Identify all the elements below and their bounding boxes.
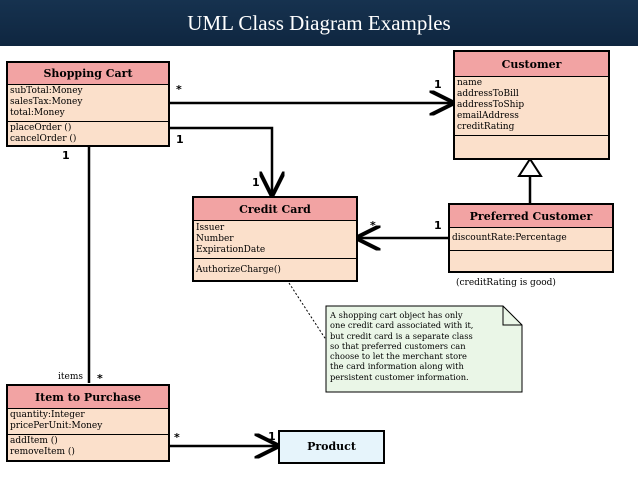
class-preferred-customer[interactable]: Preferred Customer discountRate:Percenta… xyxy=(448,203,614,273)
attribute: Issuer xyxy=(196,223,225,233)
attributes-section: discountRate:Percentage xyxy=(450,228,612,251)
class-name: Shopping Cart xyxy=(8,63,168,85)
class-name: Credit Card xyxy=(194,198,356,221)
multiplicity-label: * xyxy=(174,431,180,444)
operations-section: AuthorizeCharge() xyxy=(194,259,356,277)
note-line: choose to let the merchant store xyxy=(330,351,467,362)
operation: addItem () xyxy=(10,436,58,446)
title-bar: UML Class Diagram Examples xyxy=(0,0,638,46)
operation: removeItem () xyxy=(10,447,75,457)
attributes-section: subTotal:Money salesTax:Money total:Mone… xyxy=(8,85,168,122)
multiplicity-label: 1 xyxy=(176,133,184,146)
multiplicity-label: 1 xyxy=(434,78,442,91)
attribute: ExpirationDate xyxy=(196,245,266,255)
attribute: addressToShip xyxy=(457,100,525,110)
attribute: addressToBill xyxy=(457,89,519,99)
multiplicity-label: 1 xyxy=(252,176,260,189)
attribute: name xyxy=(457,78,483,88)
attributes-section: quantity:Integer pricePerUnit:Money xyxy=(8,409,168,435)
operations-section xyxy=(450,251,612,253)
class-name: Customer xyxy=(455,52,608,77)
operation: placeOrder () xyxy=(10,123,72,133)
attribute: emailAddress xyxy=(457,111,519,121)
attribute: total:Money xyxy=(10,108,65,118)
multiplicity-label: 1 xyxy=(62,149,70,162)
attribute: quantity:Integer xyxy=(10,410,85,420)
operations-section: addItem () removeItem () xyxy=(8,435,168,459)
generalization-triangle xyxy=(517,157,543,177)
attributes-section: name addressToBill addressToShip emailAd… xyxy=(455,77,608,136)
note-line: one credit card associated with it, xyxy=(330,320,474,331)
note-line: persistent customer information. xyxy=(330,371,469,382)
operation: cancelOrder () xyxy=(10,134,77,144)
multiplicity-label: * xyxy=(97,372,103,385)
constraint-label: (creditRating is good) xyxy=(456,278,556,288)
attribute: Number xyxy=(196,234,234,244)
class-credit-card[interactable]: Credit Card Issuer Number ExpirationDate… xyxy=(192,196,358,282)
note-line: but credit card is a separate class xyxy=(330,330,473,341)
slide-title: UML Class Diagram Examples xyxy=(187,11,451,35)
assoc-cart-card xyxy=(170,126,272,194)
operation: AuthorizeCharge() xyxy=(196,265,281,275)
note-line: so that preferred customers can xyxy=(330,340,466,351)
class-item-to-purchase[interactable]: Item to Purchase quantity:Integer priceP… xyxy=(6,384,170,462)
note-text: A shopping cart object has only one cred… xyxy=(330,310,500,382)
class-name: Product xyxy=(307,440,356,453)
class-shopping-cart[interactable]: Shopping Cart subTotal:Money salesTax:Mo… xyxy=(6,61,170,147)
note-line: A shopping cart object has only xyxy=(330,310,463,320)
note-box: A shopping cart object has only one cred… xyxy=(326,306,522,392)
class-name: Item to Purchase xyxy=(8,386,168,409)
role-label-items: items xyxy=(58,372,83,382)
attribute: subTotal:Money xyxy=(10,86,83,96)
attribute: creditRating xyxy=(457,122,515,132)
class-product[interactable]: Product xyxy=(278,430,385,464)
operations-section xyxy=(455,136,608,138)
attribute: discountRate:Percentage xyxy=(452,233,567,243)
multiplicity-label: 1 xyxy=(268,430,276,443)
multiplicity-label: * xyxy=(370,219,376,232)
class-customer[interactable]: Customer name addressToBill addressToShi… xyxy=(453,50,610,160)
class-name: Preferred Customer xyxy=(450,205,612,228)
attribute: pricePerUnit:Money xyxy=(10,421,103,431)
attributes-section: Issuer Number ExpirationDate xyxy=(194,221,356,259)
multiplicity-label: 1 xyxy=(434,219,442,232)
multiplicity-label: * xyxy=(176,83,182,96)
operations-section: placeOrder () cancelOrder () xyxy=(8,122,168,146)
note-shape xyxy=(325,305,523,393)
attribute: salesTax:Money xyxy=(10,97,83,107)
note-line: the card information along with xyxy=(330,361,464,372)
